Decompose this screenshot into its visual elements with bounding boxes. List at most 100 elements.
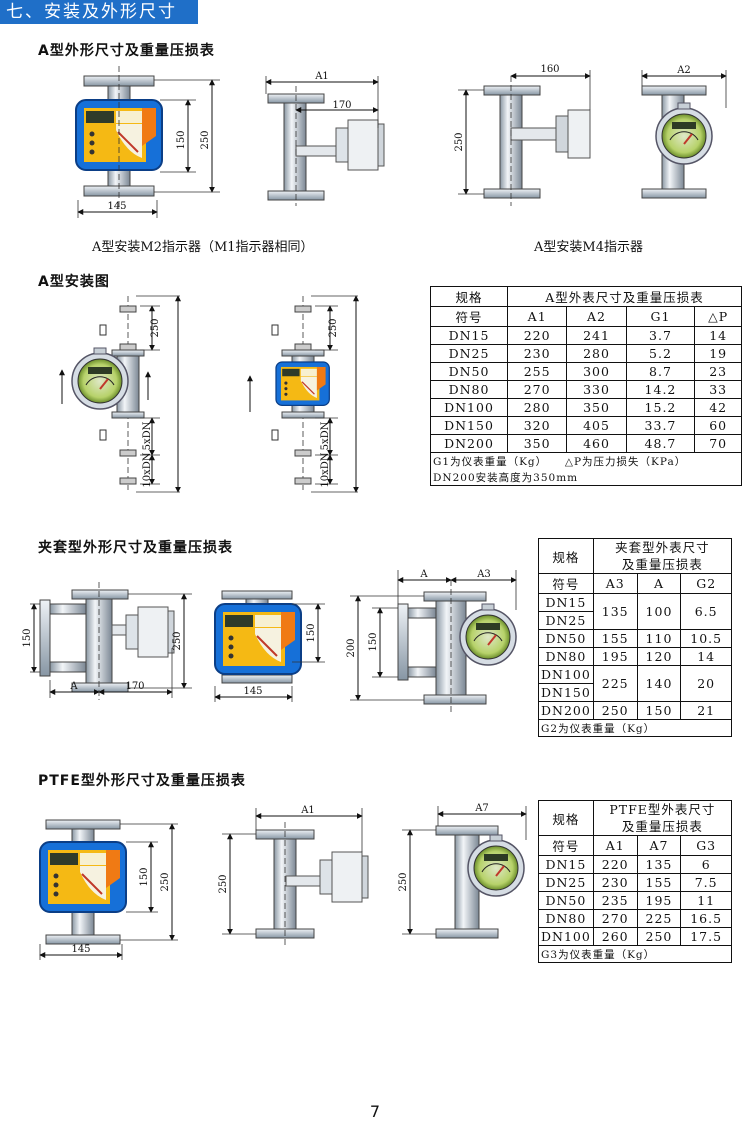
table-cell: 20 xyxy=(680,665,732,702)
table-cell: 120 xyxy=(636,647,682,666)
table-cell: DN200 xyxy=(430,434,508,453)
table-cell: DN50 xyxy=(538,629,594,648)
table-cell: 48.7 xyxy=(625,434,696,453)
table-cell: 33.7 xyxy=(625,416,696,435)
table-cell: 195 xyxy=(636,891,682,910)
table-clamp-note: G2为仪表重量（Kg） xyxy=(538,719,732,737)
table-cell: 6 xyxy=(680,855,732,874)
m4-side-view: 160 250 xyxy=(454,64,591,206)
table-cell: 11 xyxy=(680,891,732,910)
dim-250-ptfe-side: 250 xyxy=(218,874,229,893)
dim-a3: A3 xyxy=(476,569,491,580)
table-cell: 3.7 xyxy=(625,326,696,345)
table-cell: 14 xyxy=(680,647,732,666)
table-cell: DN25 xyxy=(538,873,594,892)
dim-250-clamp: 250 xyxy=(172,631,183,650)
table-cell: 350 xyxy=(506,434,568,453)
table-cell: DN100 xyxy=(538,927,594,946)
table-cell: DN15 xyxy=(538,855,594,874)
section-banner: 七、安装及外形尺寸 xyxy=(0,0,198,24)
table-cell: 16.5 xyxy=(680,909,732,928)
table-cell: DN80 xyxy=(430,380,508,399)
table-row: DN150 xyxy=(538,683,732,702)
dim-a7: A7 xyxy=(474,803,489,814)
a-type-side-view: A1 170 xyxy=(265,71,385,206)
table-cell: 230 xyxy=(506,344,568,363)
table-cell: DN15 xyxy=(538,593,594,612)
heading-ptfe: PTFE型外形尺寸及重量压损表 xyxy=(38,773,246,789)
table-cell: 235 xyxy=(592,891,638,910)
table-cell: 300 xyxy=(566,362,627,381)
table-clamp-title-col0: 规格 xyxy=(538,538,594,574)
page-number: 7 xyxy=(369,1102,381,1121)
caption-m2: A型安装M2指示器（M1指示器相同） xyxy=(92,240,314,255)
table-clamp-header: A xyxy=(636,573,682,594)
table-a-note-2: DN200安装高度为350mm xyxy=(430,469,742,486)
table-cell: 100 xyxy=(636,593,682,630)
table-a-note-1: G1为仪表重量（Kg） △P为压力损失（KPa） xyxy=(430,452,742,469)
table-cell: 6.5 xyxy=(680,593,732,630)
a-type-front-view: 150 250 145 xyxy=(75,66,220,218)
table-cell: 270 xyxy=(592,909,638,928)
dim-250-ptfe: 250 xyxy=(160,872,171,891)
table-cell: 8.7 xyxy=(625,362,696,381)
dim-a-clamp-m4: A xyxy=(419,569,428,580)
table-cell: 230 xyxy=(592,873,638,892)
table-cell: 10.5 xyxy=(680,629,732,648)
dim-160: 160 xyxy=(540,64,559,75)
table-ptfe-note: G3为仪表重量（Kg） xyxy=(538,945,732,963)
table-cell: 135 xyxy=(636,855,682,874)
table-clamp-title-2: 及重量压损表 xyxy=(592,556,733,574)
table-a-header: △P xyxy=(694,306,742,327)
table-cell: 110 xyxy=(636,629,682,648)
table-cell: 250 xyxy=(636,927,682,946)
dim-150-clamp-front: 150 xyxy=(306,623,317,642)
dim-250-m4: 250 xyxy=(454,132,465,151)
table-cell: 7.5 xyxy=(680,873,732,892)
table-ptfe-header: A7 xyxy=(636,835,682,856)
table-cell: 241 xyxy=(566,326,627,345)
table-cell: 250 xyxy=(592,701,638,720)
heading-clamp: 夹套型外形尺寸及重量压损表 xyxy=(38,540,233,556)
table-ptfe-title-2: 及重量压损表 xyxy=(592,818,733,836)
dim-170: 170 xyxy=(332,100,351,111)
dim-250-install1: 250 xyxy=(150,318,161,337)
table-cell: 155 xyxy=(592,629,638,648)
dim-10dn-install1: 10xDN xyxy=(142,452,153,487)
table-cell: 140 xyxy=(636,665,682,702)
dim-250-ptfe-m4: 250 xyxy=(398,872,409,891)
table-cell: DN150 xyxy=(430,416,508,435)
table-clamp-header: G2 xyxy=(680,573,732,594)
table-ptfe-header: 符号 xyxy=(538,835,594,856)
dim-150-clamp: 150 xyxy=(22,628,33,647)
table-clamp-header: 符号 xyxy=(538,573,594,594)
table-cell: 21 xyxy=(680,701,732,720)
table-cell: DN15 xyxy=(430,326,508,345)
table-row: DN25 xyxy=(538,611,732,630)
table-cell: DN80 xyxy=(538,909,594,928)
table-cell: DN50 xyxy=(430,362,508,381)
table-cell: 15.2 xyxy=(625,398,696,417)
ptfe-side-view: A1 250 xyxy=(218,805,369,946)
table-cell: 225 xyxy=(636,909,682,928)
table-cell: DN80 xyxy=(538,647,594,666)
table-cell: DN25 xyxy=(538,611,594,630)
clamp-front-view: 150 145 xyxy=(214,590,325,702)
table-clamp-header: A3 xyxy=(592,573,638,594)
dim-170-clamp: 170 xyxy=(125,681,144,692)
table-clamp-title-1: 夹套型外表尺寸 xyxy=(592,538,733,556)
table-cell: 14.2 xyxy=(625,380,696,399)
table-cell: 260 xyxy=(592,927,638,946)
clamp-side-view: 150 A 170 250 xyxy=(22,582,192,700)
